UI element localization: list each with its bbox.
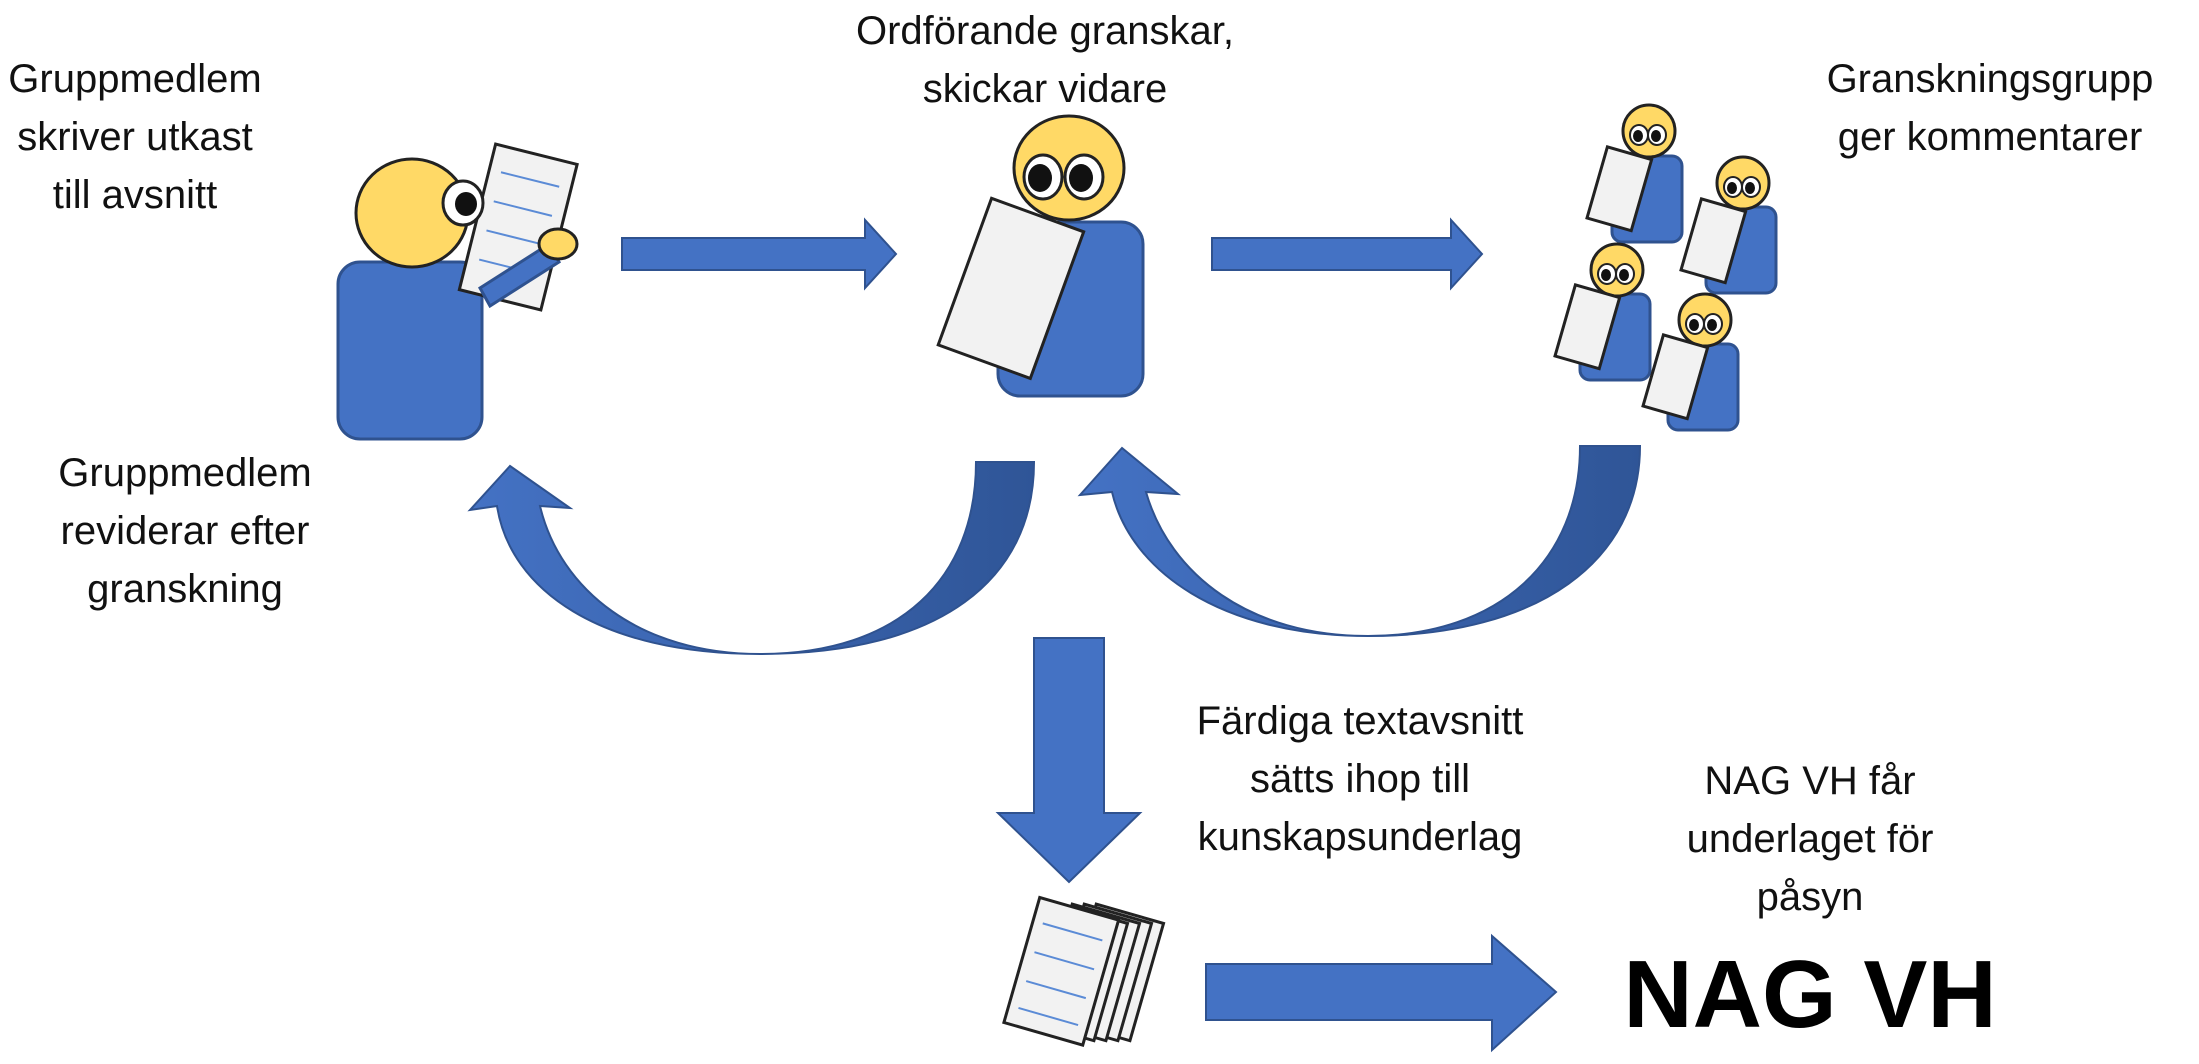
- label-review-group-line-1: Granskningsgrupp: [1826, 57, 2154, 101]
- label-assemble-line-2: sätts ihop till: [1249, 757, 1471, 801]
- nag-vh-title: NAG VH: [1623, 941, 1997, 1048]
- label-review-group-line-2: ger kommentarer: [1837, 115, 2143, 159]
- label-writer: Gruppmedlem skriver utkast till avsnitt: [0, 50, 270, 224]
- label-nag-receives: NAG VH får underlaget för påsyn: [1640, 752, 1980, 926]
- label-revise-line-2: reviderar efter: [60, 509, 310, 553]
- label-chair-line-2: skickar vidare: [922, 67, 1168, 111]
- label-nag-receives-line-1: NAG VH får: [1704, 759, 1916, 803]
- arrow-documents-to-nag: [1205, 933, 1558, 1053]
- label-writer-line-3: till avsnitt: [52, 173, 218, 217]
- label-revise-line-1: Gruppmedlem: [58, 451, 312, 495]
- label-writer-line-2: skriver utkast: [17, 115, 253, 159]
- label-assemble-line-1: Färdiga textavsnitt: [1196, 699, 1524, 743]
- label-chair: Ordförande granskar, skickar vidare: [820, 2, 1270, 118]
- arrow-group-back-to-chair: [1077, 445, 1642, 638]
- label-assemble-line-3: kunskapsunderlag: [1197, 815, 1523, 859]
- label-chair-line-1: Ordförande granskar,: [856, 9, 1234, 53]
- arrow-chair-to-group: [1211, 217, 1484, 291]
- label-revise: Gruppmedlem reviderar efter granskning: [20, 444, 350, 618]
- arrow-chair-back-to-writer: [467, 461, 1036, 656]
- label-nag-receives-line-2: underlaget för: [1686, 817, 1934, 861]
- arrow-writer-to-chair: [621, 217, 898, 291]
- arrow-down-to-documents: [995, 637, 1143, 884]
- label-nag-receives-line-3: påsyn: [1756, 875, 1864, 919]
- document-stack-icon: [1002, 895, 1166, 1047]
- label-revise-line-3: granskning: [87, 567, 283, 611]
- label-assemble: Färdiga textavsnitt sätts ihop till kuns…: [1160, 692, 1560, 866]
- label-review-group: Granskningsgrupp ger kommentarer: [1810, 50, 2170, 166]
- review-group-icon: [1553, 103, 1778, 432]
- chair-figure-icon: [936, 114, 1145, 398]
- writer-figure-icon: [336, 142, 579, 441]
- label-writer-line-1: Gruppmedlem: [8, 57, 262, 101]
